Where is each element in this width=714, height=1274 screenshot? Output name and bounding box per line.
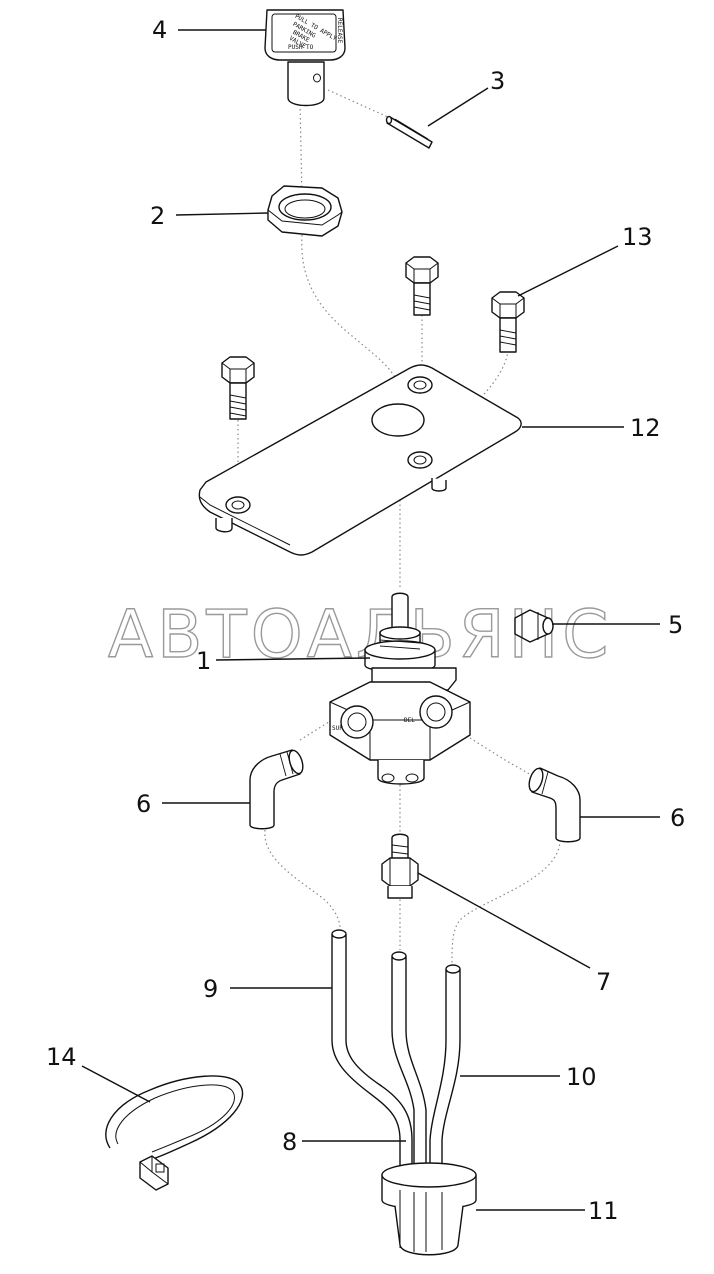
part-5-fitting (514, 609, 554, 643)
valve-mark-left: SUP (332, 725, 343, 732)
part-3-roll-pin (385, 115, 433, 149)
knob-side-text: RELEASE (336, 18, 343, 44)
callout-3: 3 (490, 67, 505, 95)
callout-leaders (81, 29, 660, 1211)
callout-1: 1 (196, 647, 211, 675)
callout-5: 5 (668, 611, 683, 639)
callout-7: 7 (596, 968, 611, 996)
callout-2: 2 (150, 202, 165, 230)
callout-9: 9 (203, 975, 218, 1003)
part-6-elbow-left (249, 749, 304, 830)
callout-10: 10 (566, 1063, 597, 1091)
callout-13: 13 (622, 223, 653, 251)
knob-bottom-text: PUSH TO (288, 44, 314, 51)
part-6-elbow-right (528, 767, 581, 843)
part-12-mounting-plate (198, 364, 522, 556)
callout-4: 4 (152, 16, 167, 44)
part-7-straight-fitting (381, 833, 419, 899)
part-14-cable-tie (105, 1075, 244, 1191)
callout-6-right: 6 (670, 804, 685, 832)
part-1-parking-brake-valve: SUP DEL (329, 592, 471, 785)
part-2-hex-nut (267, 185, 343, 237)
callout-12: 12 (630, 414, 661, 442)
part-4-control-knob: PULL TO APPLY PARKING BRAKE VALVE PUSH T… (264, 9, 346, 107)
valve-mark-right: DEL (404, 717, 415, 724)
callout-11: 11 (588, 1197, 619, 1225)
callout-6-left: 6 (136, 790, 151, 818)
callout-14: 14 (46, 1043, 77, 1071)
callout-numbers: 4 3 2 13 12 1 5 6 6 7 9 10 8 11 14 (46, 16, 685, 1225)
part-13-bolt (221, 256, 525, 420)
callout-8: 8 (282, 1128, 297, 1156)
part-11-grommet (381, 1162, 477, 1256)
